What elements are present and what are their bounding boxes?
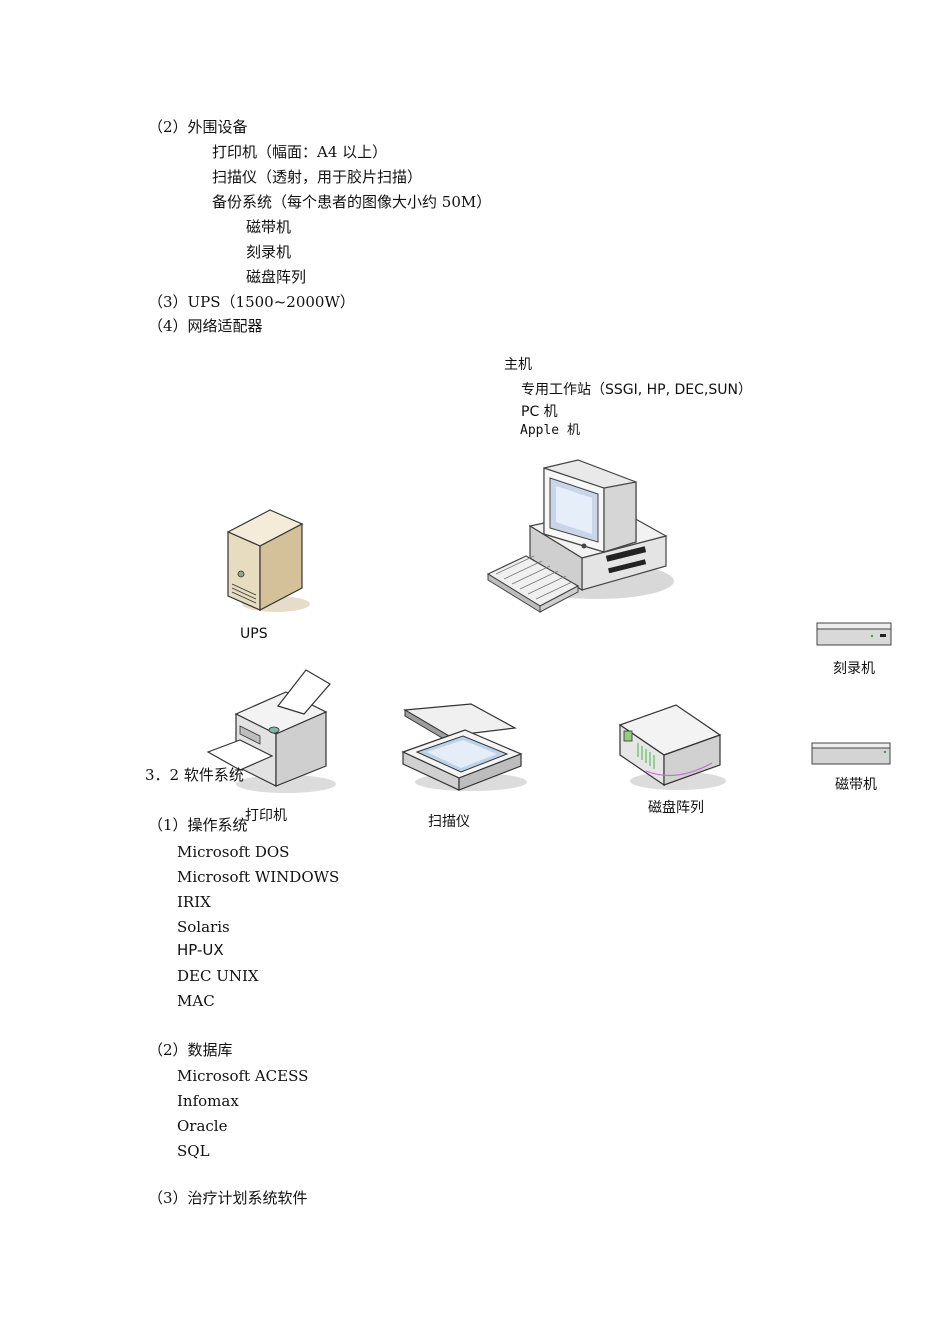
db-heading: （2）数据库 — [148, 1041, 233, 1059]
computer-icon — [486, 459, 674, 613]
backup-item-burner: 刻录机 — [246, 243, 292, 261]
burner-icon — [816, 622, 892, 646]
os-item: DEC UNIX — [177, 967, 259, 985]
ups-label: UPS — [240, 626, 268, 642]
peripheral-item-printer: 打印机（幅面：A4 以上） — [212, 143, 388, 161]
ups-heading: （3）UPS（1500~2000W） — [148, 293, 355, 311]
peripheral-item-backup: 备份系统（每个患者的图像大小约 50M） — [212, 193, 492, 211]
os-item: IRIX — [177, 893, 211, 911]
db-item: Infomax — [177, 1092, 239, 1110]
os-item: Solaris — [177, 918, 230, 936]
os-item: Microsoft WINDOWS — [177, 868, 340, 886]
db-item: SQL — [177, 1142, 210, 1160]
os-item: Microsoft DOS — [177, 843, 290, 861]
os-item: HP-UX — [177, 941, 224, 959]
tape-label: 磁带机 — [835, 777, 877, 793]
tape-drive-icon — [811, 742, 891, 765]
software-section-heading: 3．2 软件系统 — [145, 766, 244, 784]
db-item: Microsoft ACESS — [177, 1067, 309, 1085]
peripheral-item-scanner: 扫描仪（透射，用于胶片扫描） — [212, 168, 423, 186]
host-line-pc: PC 机 — [521, 404, 558, 420]
peripherals-heading: （2）外围设备 — [148, 118, 248, 136]
network-heading: （4）网络适配器 — [148, 317, 263, 335]
tps-heading: （3）治疗计划系统软件 — [148, 1189, 308, 1207]
backup-item-tape: 磁带机 — [246, 218, 292, 236]
os-item: MAC — [177, 992, 215, 1010]
scanner-label: 扫描仪 — [428, 814, 470, 830]
disk-array-label: 磁盘阵列 — [648, 800, 704, 816]
printer-icon — [206, 669, 336, 793]
scanner-icon — [401, 703, 527, 791]
db-item: Oracle — [177, 1117, 228, 1135]
os-heading: （1）操作系统 — [148, 816, 248, 834]
printer-label: 打印机 — [245, 808, 287, 824]
disk-array-icon — [618, 704, 726, 790]
host-line-workstation: 专用工作站（SSGI, HP, DEC,SUN） — [521, 382, 752, 398]
host-line-apple: Apple 机 — [520, 423, 580, 438]
host-title: 主机 — [504, 357, 532, 373]
backup-item-disk-array: 磁盘阵列 — [246, 268, 307, 286]
burner-label: 刻录机 — [833, 661, 875, 677]
ups-icon — [226, 509, 310, 612]
